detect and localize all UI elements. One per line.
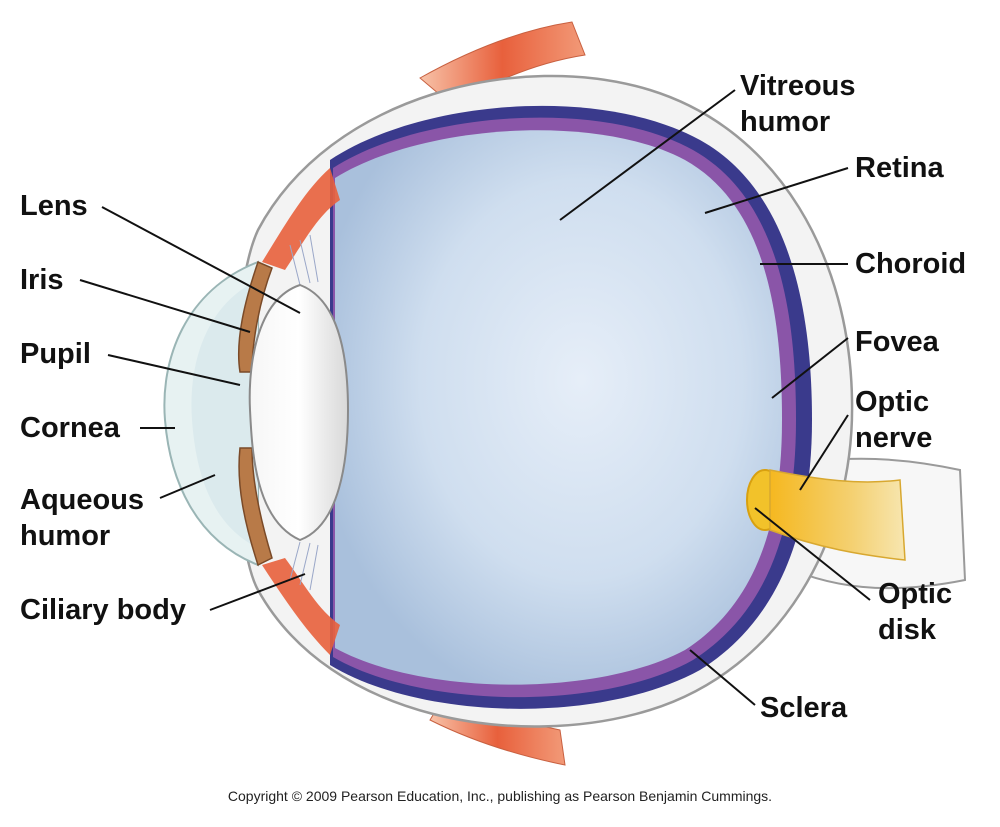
label-ciliary-body: Ciliary body <box>20 594 186 626</box>
label-sclera: Sclera <box>760 692 848 724</box>
leader-lines <box>79 89 871 706</box>
optic-nerve <box>769 469 906 561</box>
label-choroid: Choroid <box>855 248 967 280</box>
vitreous-body <box>335 130 782 685</box>
label-cornea: Cornea <box>20 412 120 444</box>
label-iris: Iris <box>20 264 64 296</box>
ciliary-body-upper <box>262 168 340 270</box>
label-fovea: Fovea <box>855 326 939 358</box>
copyright-notice: Copyright © 2009 Pearson Education, Inc.… <box>227 788 773 804</box>
zonule-fibers <box>289 234 319 591</box>
lens <box>248 283 350 542</box>
label-retina: Retina <box>855 152 944 184</box>
iris-lower <box>238 447 273 567</box>
label-lens: Lens <box>20 190 88 222</box>
label-pupil: Pupil <box>20 338 91 370</box>
